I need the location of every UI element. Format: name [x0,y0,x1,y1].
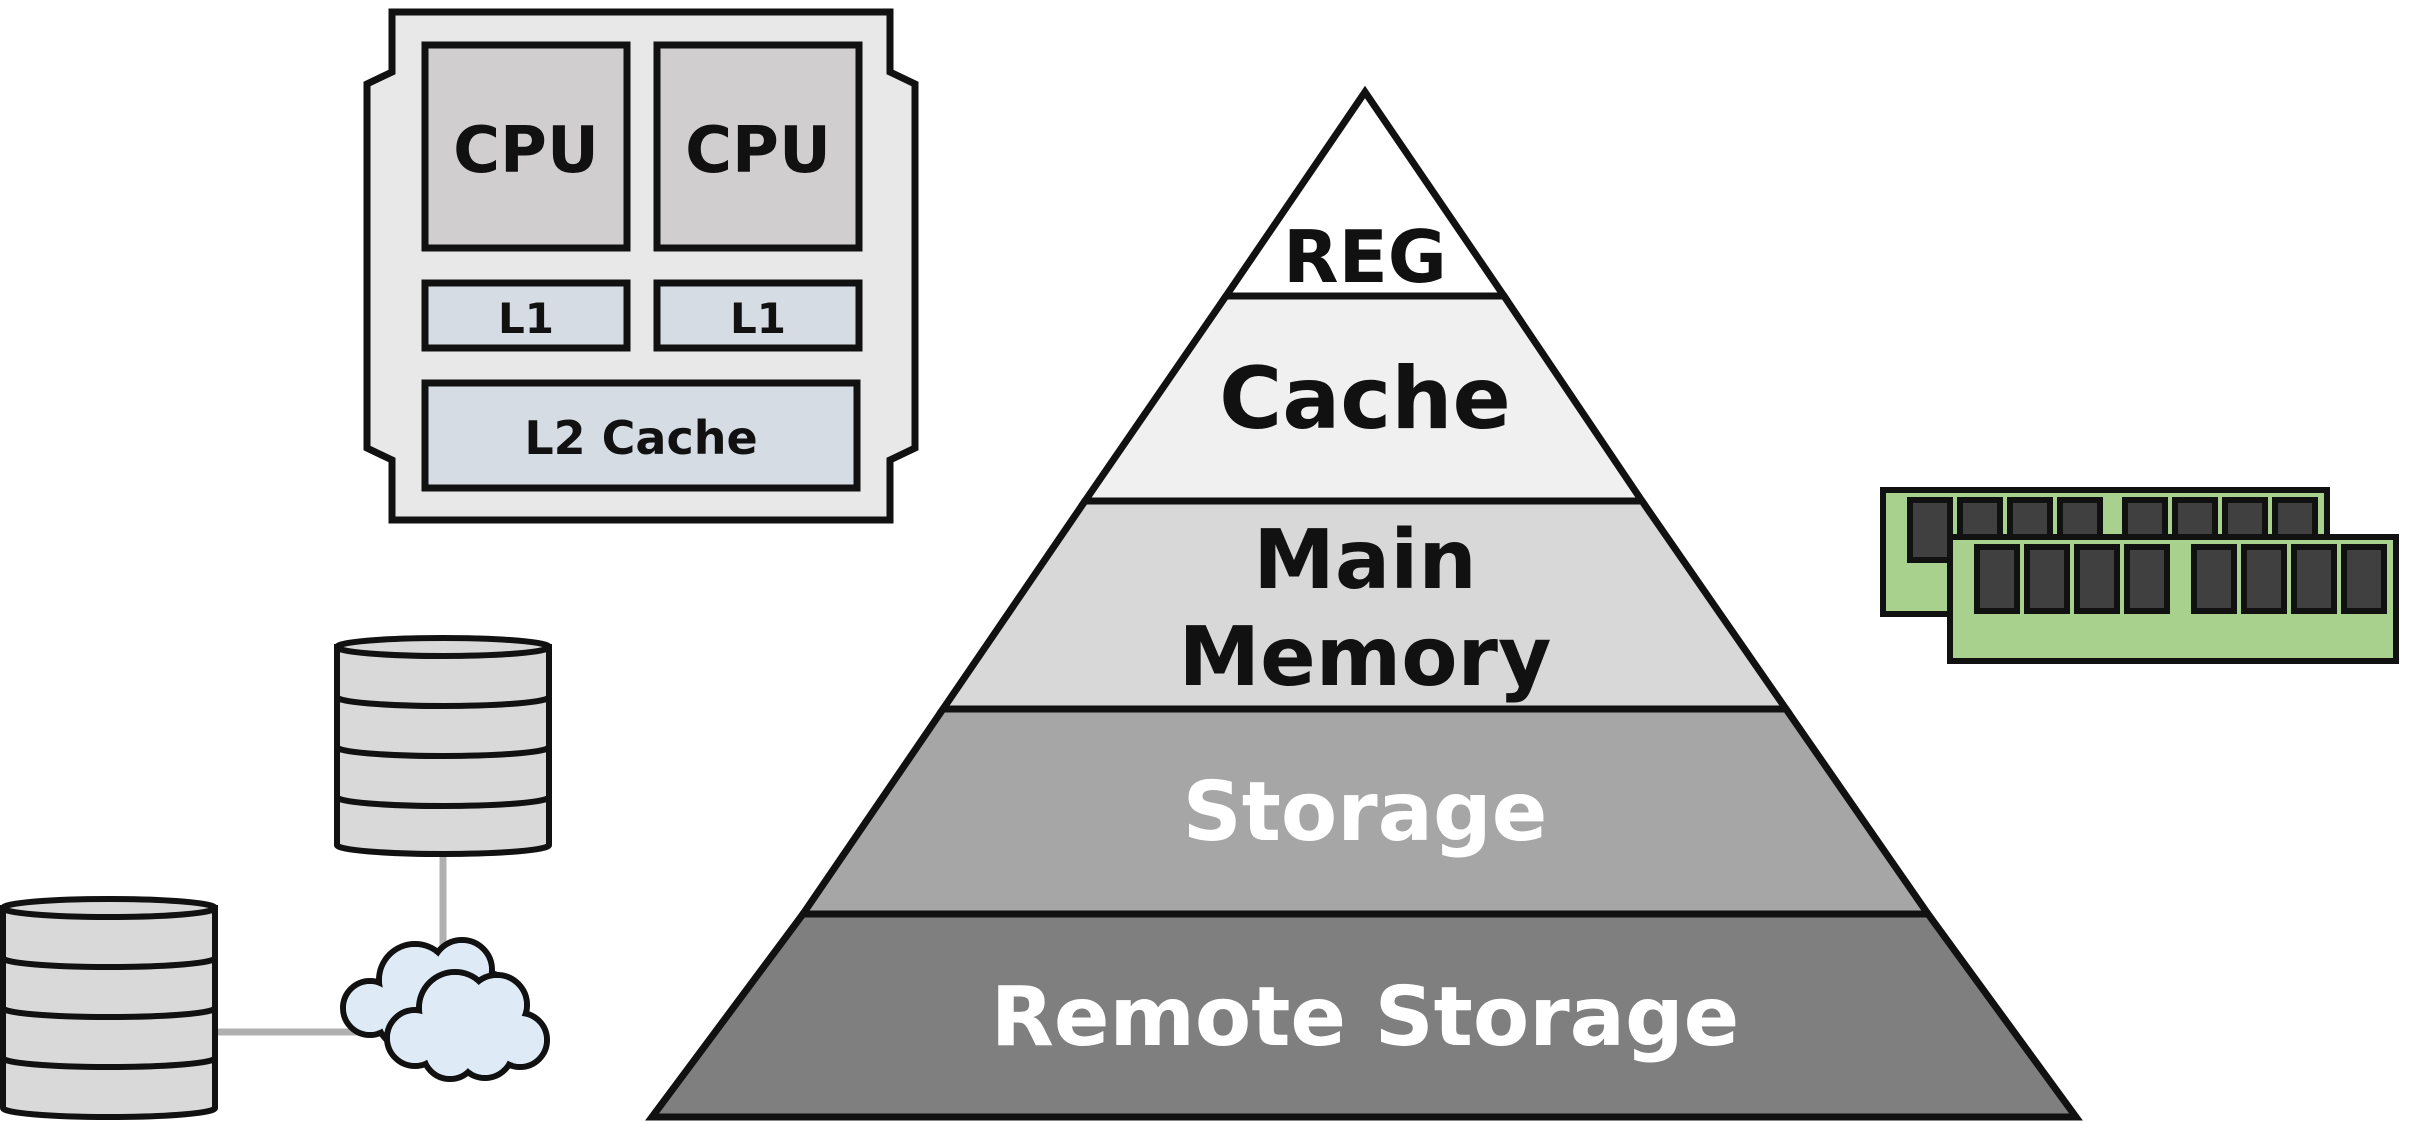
cpu-chip-icon: CPU CPU L1 L1 L2 Cache [363,8,919,524]
pyramid-label-main: Main [1253,513,1476,608]
memory-pyramid [645,85,2083,1121]
pyramid-label-remote-storage: Remote Storage [991,970,1740,1065]
database-icon [0,896,218,1120]
pyramid-label-memory: Memory [1179,610,1552,705]
cloud-icon [384,969,550,1082]
cpu-core-2 [653,41,863,252]
ram-module-back-chips [1907,497,2318,563]
pyramid-label-reg: REG [1283,215,1447,299]
ram-module-front-chips [1974,544,2387,614]
database-icon [334,635,552,857]
l1-cache-1 [421,279,631,352]
l1-cache-2 [653,279,863,352]
cpu-core-1 [421,41,631,252]
l1-cache-2-label: L1 [730,294,786,343]
ram-modules-icon [1880,487,2399,664]
cpu-core-1-label: CPU [453,114,599,188]
pyramid-label-cache: Cache [1219,349,1511,449]
cpu-core-2-label: CPU [685,114,831,188]
l1-cache-1-label: L1 [498,294,554,343]
pyramid-labels: REG Cache Main Memory Storage Remote Sto… [991,215,1740,1065]
pyramid-label-storage: Storage [1183,765,1548,860]
pyramid-level-remote-storage [645,910,2083,1121]
l2-cache-label: L2 Cache [524,411,757,465]
l2-cache [421,379,861,492]
